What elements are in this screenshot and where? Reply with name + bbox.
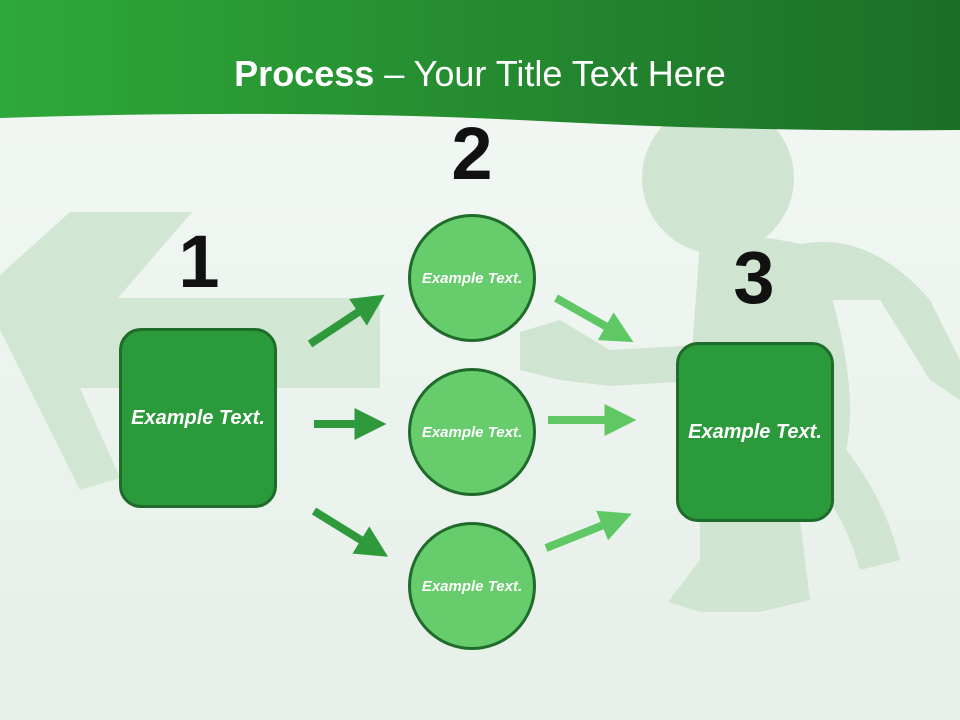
step-number-3: 3	[733, 236, 775, 319]
title-bold-part: Process	[234, 53, 375, 94]
step-3-text: Example Text.	[688, 420, 822, 443]
step-1-box: Example Text.	[119, 328, 277, 508]
step-number-1: 1	[178, 220, 220, 303]
arrow-circle-top-to-box3	[554, 294, 634, 343]
circle-bottom-text: Example Text.	[421, 577, 523, 595]
slide-title: Process – Your Title Text Here	[0, 52, 960, 96]
middle-circle-bottom: Example Text.	[408, 522, 536, 650]
circle-top-text: Example Text.	[421, 269, 523, 287]
title-rest-part: – Your Title Text Here	[374, 53, 726, 94]
title-banner	[0, 0, 960, 131]
arrow-circle-bottom-to-box3	[544, 510, 632, 552]
step-1-text: Example Text.	[131, 406, 265, 429]
arrow-box1-to-circle-bottom	[311, 507, 389, 557]
circle-center-text: Example Text.	[421, 423, 523, 441]
middle-circle-top: Example Text.	[408, 214, 536, 342]
arrow-box1-to-circle-top	[307, 294, 385, 348]
step-3-box: Example Text.	[676, 342, 834, 522]
middle-circle-center: Example Text.	[408, 368, 536, 496]
step-number-2: 2	[451, 112, 493, 195]
